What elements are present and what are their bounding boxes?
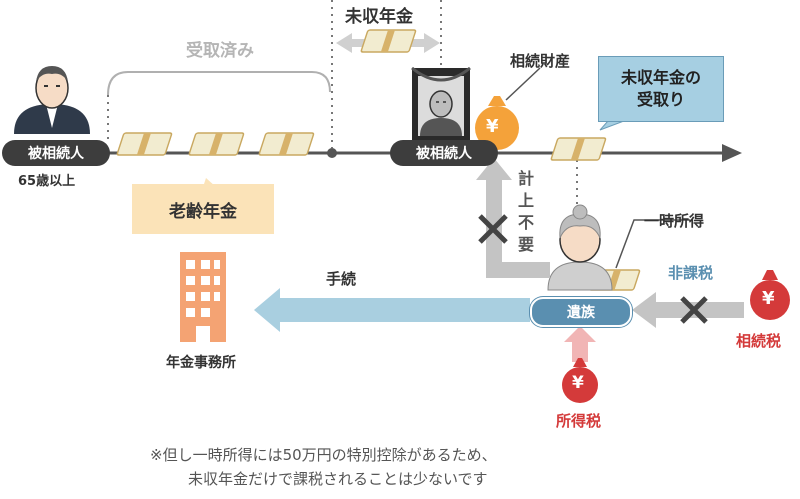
occasional-income-leader-line — [615, 219, 690, 269]
footnote-line-1: ※但し一時所得には50万円の特別控除があるため、 — [150, 446, 497, 464]
receipt-line-2: 受取り — [636, 90, 685, 109]
no-record-char: 要 — [518, 235, 535, 254]
no-record-char: 上 — [518, 191, 535, 210]
inheritance-tax-bag-icon — [750, 270, 790, 320]
cross-icon — [680, 296, 708, 324]
money-bundle-icon — [550, 137, 607, 161]
yen-symbol: ¥ — [762, 288, 775, 309]
no-record-arrow — [476, 158, 550, 278]
money-bundle-icon — [188, 132, 245, 156]
deceased-portrait-icon — [411, 66, 471, 140]
income-tax-arrow — [564, 326, 596, 362]
inheritance-leader-line — [505, 67, 541, 101]
footnote-line-2: 未収年金だけで課税されることは少ないです — [188, 470, 488, 488]
money-bundle-icon — [360, 29, 417, 53]
received-bracket — [107, 71, 331, 96]
deceased-badge-right: 被相続人 — [390, 140, 498, 166]
occasional-income-label: 一時所得 — [644, 212, 705, 230]
timeline-dot — [327, 148, 337, 158]
inheritance-tax-label: 相続税 — [736, 332, 782, 350]
age-label: 65歳以上 — [18, 174, 76, 189]
receipt-line-1: 未収年金の — [620, 68, 701, 87]
unpaid-pension-receipt-box: 未収年金の 受取り — [598, 56, 724, 122]
money-bundle-icon — [116, 132, 173, 156]
elderly-woman-icon — [547, 204, 613, 291]
procedure-arrow — [254, 288, 530, 332]
money-bag-icon — [475, 96, 519, 150]
bereaved-badge: 遺族 — [530, 297, 632, 327]
cross-icon — [478, 214, 508, 244]
non-taxable-label: 非課税 — [668, 264, 714, 282]
no-record-char: 不 — [518, 213, 535, 232]
inherited-property-label: 相続財産 — [510, 52, 571, 70]
no-record-needed-label: 計 上 不 要 — [518, 168, 534, 256]
yen-symbol: ¥ — [572, 373, 584, 393]
old-age-pension-box: 老齢年金 — [132, 184, 274, 234]
elderly-man-icon — [14, 66, 90, 134]
office-building-icon — [180, 252, 226, 342]
pension-office-label: 年金事務所 — [166, 355, 236, 371]
yen-symbol: ¥ — [486, 116, 499, 137]
income-tax-bag-icon — [562, 358, 598, 403]
deceased-badge-left: 被相続人 — [2, 140, 110, 166]
unpaid-pension-label: 未収年金 — [345, 7, 413, 27]
no-record-char: 計 — [518, 169, 535, 188]
non-taxable-arrow — [632, 292, 744, 328]
income-tax-label: 所得税 — [556, 412, 602, 430]
received-label: 受取済み — [186, 41, 254, 61]
procedure-label: 手続 — [326, 270, 357, 288]
money-bundle-icon — [258, 132, 315, 156]
